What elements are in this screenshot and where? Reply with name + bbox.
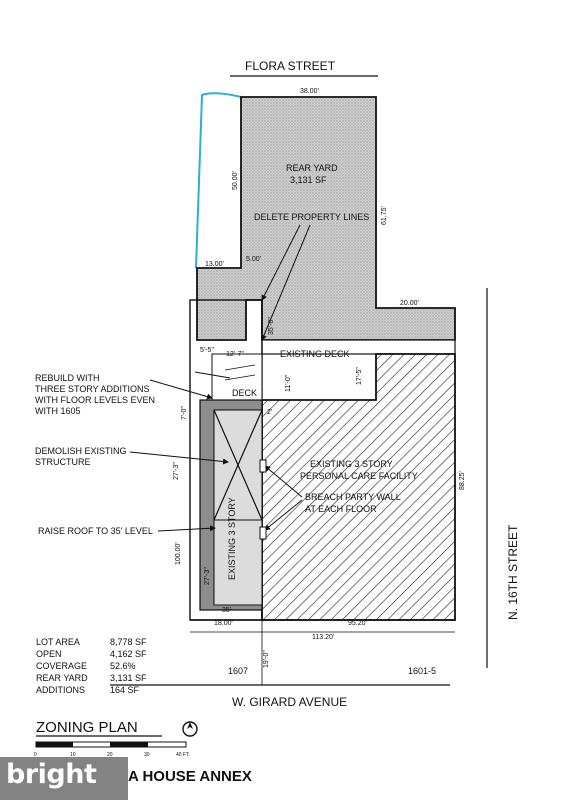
breach-note-2: AT EACH FLOOR (305, 504, 377, 514)
demolish-note-1: DEMOLISH EXISTING (35, 446, 127, 456)
existing-deck-label: EXISTING DECK (280, 349, 350, 359)
16th-street-label: N. 16TH STREET (506, 524, 520, 620)
scale-tick-40: 40 FT. (176, 752, 190, 758)
dim-left-jog: 13.00' (205, 261, 224, 268)
demolish-note-2: STRUCTURE (35, 457, 91, 467)
dim-small-2: 2' (267, 409, 272, 416)
address-1607: 1607 (228, 666, 248, 676)
dim-small-jog: 5.00' (246, 256, 261, 263)
lot-summary-table: LOT AREA 8,778 SF OPEN 4,162 SF COVERAGE… (36, 637, 147, 695)
dim-bottom-18: 18.00' (214, 620, 233, 627)
dim-inner-27: 27'-3" (204, 567, 211, 585)
dim-left-100: 100.00' (175, 542, 182, 565)
existing-facility-area (261, 353, 456, 621)
rebuild-note-4: WITH 1605 (35, 406, 81, 416)
address-1601-5: 1601-5 (408, 666, 436, 676)
subtitle-text: A HOUSE ANNEX (128, 768, 252, 785)
raise-roof-note: RAISE ROOF TO 35' LEVEL (38, 526, 153, 536)
existing-facility-label-2: PERSONAL CARE FACILITY (300, 471, 418, 481)
delete-lines-note: DELETE PROPERTY LINES (254, 212, 369, 222)
bright-logo-text: bright (6, 759, 97, 790)
dim-deck-width: 12'-7" (226, 351, 244, 358)
dim-rear-yard-depth: 50.00' (232, 171, 239, 190)
summary-rear-yard-value: 3,131 SF (110, 673, 147, 683)
dim-deck-depth: 35'-0" (268, 317, 275, 335)
summary-additions-value: 164 SF (110, 685, 140, 695)
bright-logo-watermark: bright (0, 757, 128, 800)
summary-lot-area-value: 8,778 SF (110, 637, 147, 647)
dim-left-27: 27'-3" (173, 462, 180, 480)
summary-coverage-label: COVERAGE (36, 661, 87, 671)
dim-bottom-113: 113.20' (312, 634, 334, 641)
cyan-property-line (195, 92, 242, 269)
rebuild-note-2: THREE STORY ADDITIONS (35, 384, 150, 394)
existing-3-story-label: EXISTING 3 STORY (227, 497, 237, 580)
dim-right-depth: 61.75' (381, 206, 388, 225)
dim-left-setback: 5'-5" (200, 347, 214, 354)
dim-bottom-95: 95.20' (348, 620, 367, 627)
scale-tick-30: 30 (144, 752, 150, 758)
flora-street-label: FLORA STREET (245, 59, 336, 73)
dim-front-19: 19'-0" (263, 650, 270, 668)
existing-facility-label-1: EXISTING 3 STORY (310, 459, 393, 469)
north-arrow-icon (182, 721, 198, 737)
dim-height-35: 35' (222, 607, 231, 614)
dim-deck-height: 11'-0" (285, 374, 292, 392)
dim-right-jog: 20.00' (400, 300, 419, 307)
rear-yard-label: REAR YARD (286, 163, 338, 173)
dim-east-setback: 17'-5" (356, 367, 363, 385)
summary-open-label: OPEN (36, 649, 62, 659)
breach-note-1: BREACH PARTY WALL (305, 492, 401, 502)
scale-tick-20: 20 (107, 752, 113, 758)
deck-label: DECK (232, 388, 257, 398)
rebuild-note-3: WITH FLOOR LEVELS EVEN (35, 395, 155, 405)
summary-open-value: 4,162 SF (110, 649, 147, 659)
scale-bar: 0 10 20 30 40 FT. (34, 741, 190, 758)
scale-tick-0: 0 (34, 752, 37, 758)
girard-avenue-label: W. GIRARD AVENUE (232, 695, 347, 709)
summary-coverage-value: 52.6% (110, 661, 136, 671)
rear-yard-sf: 3,131 SF (290, 175, 327, 185)
summary-rear-yard-label: REAR YARD (36, 673, 88, 683)
rebuild-note-1: REBUILD WITH (35, 373, 100, 383)
summary-lot-area-label: LOT AREA (36, 637, 80, 647)
scale-tick-10: 10 (70, 752, 76, 758)
zoning-plan-title: ZONING PLAN (36, 719, 138, 736)
deck-area (211, 353, 263, 401)
dim-left-small: 7'-0" (181, 406, 188, 420)
dim-top-width: 38.00' (300, 88, 319, 95)
dim-facility-depth: 88.25' (459, 471, 466, 490)
summary-additions-label: ADDITIONS (36, 685, 85, 695)
